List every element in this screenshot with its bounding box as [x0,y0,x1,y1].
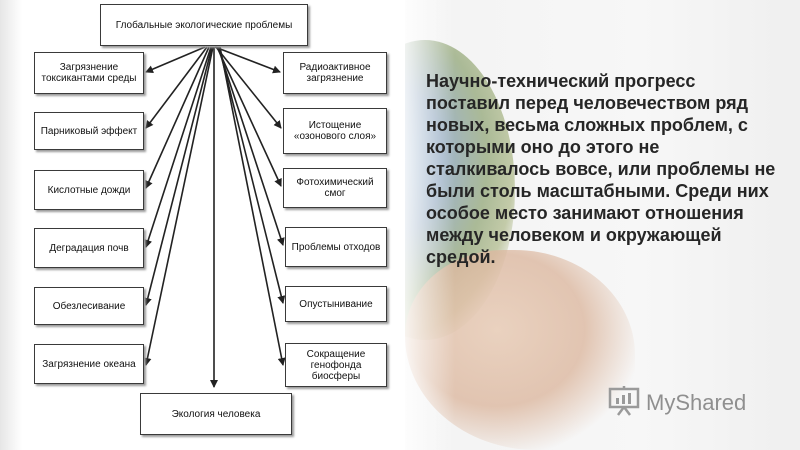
arrow-right-1 [214,46,281,74]
watermark-logo: MyShared [608,385,747,421]
right-box-3: Фотохимический смог [283,168,387,208]
arrow-right-4 [217,46,285,246]
left-box-4: Деградация почв [34,228,144,268]
left-box-5: Обезлесивание [34,287,144,325]
left-box-2: Парниковый эффект [34,112,144,150]
slide-edge [775,0,800,450]
root-box: Глобальные экологические проблемы [100,4,308,46]
right-box-4: Проблемы отходов [285,227,387,267]
arrow-right-2 [215,46,282,129]
arrow-left-5 [143,46,213,306]
presentation-board-icon [608,385,640,421]
bottom-box: Экология человека [140,393,292,435]
panel-glow [405,0,455,450]
body-paragraph: Научно-технический прогресс поставил пер… [426,71,776,267]
arrow-left-3 [145,46,210,189]
watermark-label: MyShared [646,390,747,415]
right-box-5: Опустынивание [285,286,387,322]
text-panel [405,0,800,450]
arrow-left-4 [144,46,212,248]
connector-arrows [143,46,286,388]
left-box-3: Кислотные дожди [34,170,144,210]
right-box-1: Радиоактивное загрязнение [283,52,387,94]
panel-edge-shadow [0,0,22,450]
left-box-6: Загрязнение океана [34,344,144,384]
right-box-6: Сокращение генофонда биосферы [285,343,387,387]
arrow-right-3 [216,46,282,187]
arrow-left-1 [145,46,206,73]
arrow-right-5 [218,46,286,304]
diagram-panel: Глобальные экологические проблемы Загряз… [0,0,387,450]
right-box-2: Истощение «озонового слоя» [283,108,387,154]
arrow-right-6 [219,46,286,366]
arrow-left-6 [143,46,214,366]
arrow-left-2 [145,46,208,129]
left-box-1: Загрязнение токсикантами среды [34,52,144,94]
